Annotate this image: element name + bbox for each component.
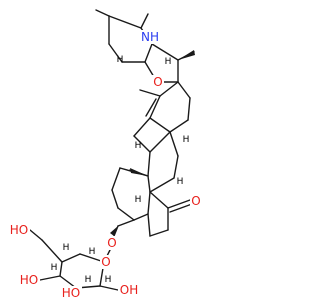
atom-labels: NH O O O O HO HO OH HO H H H H H H H H H… (8, 30, 202, 300)
stereo-h-label-1: H (117, 55, 124, 65)
wedge-bonds (110, 50, 195, 236)
sugar-oh-label-1: HO (20, 273, 38, 287)
stereo-h-label-3: H (183, 135, 190, 145)
glycoside-o-label: O (107, 236, 116, 250)
ring-ether-o-label: O (153, 75, 162, 89)
stereo-h-label-11: H (105, 275, 112, 285)
stereo-h-label-5: H (177, 177, 184, 187)
sugar-ring-o-label: O (101, 255, 110, 269)
sugar-oh-label-2: OH (120, 283, 138, 297)
sugar-oh-label-3: HO (62, 286, 80, 300)
ketone-o-label: O (191, 194, 200, 208)
molecule-canvas: NH O O O O HO HO OH HO H H H H H H H H H… (8, 9, 202, 300)
stereo-h-label-8: H (63, 243, 70, 253)
stereo-h-label-6: H (135, 195, 142, 205)
stereo-h-label-4: H (135, 141, 142, 151)
ch2oh-ho-label: HO (10, 223, 28, 237)
stereo-h-label-10: H (85, 275, 92, 285)
amine-nh-label: NH (141, 30, 159, 44)
stereo-h-label-2: H (165, 57, 172, 67)
structure-diagram: NH O O O O HO HO OH HO H H H H H H H H H… (8, 9, 202, 300)
stereo-h-label-9: H (51, 263, 58, 273)
bonds (29, 9, 195, 297)
stereo-h-label-7: H (89, 247, 96, 257)
